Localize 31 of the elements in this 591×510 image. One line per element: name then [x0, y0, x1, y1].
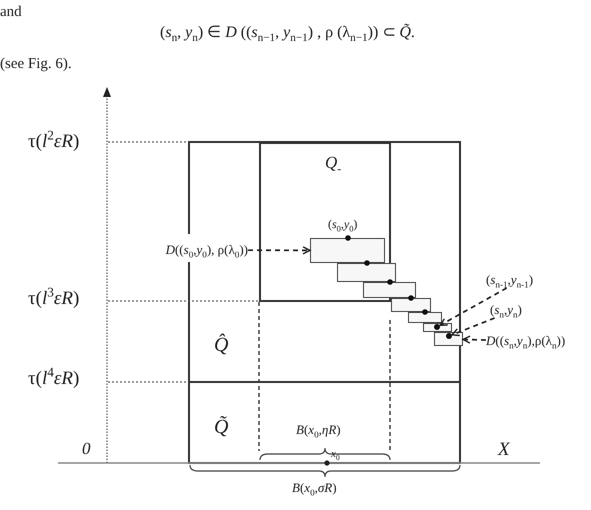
region-label: Q$_{-}$: [325, 154, 342, 173]
leader-line: [248, 246, 311, 255]
small-box: [434, 332, 463, 346]
point-dot: [434, 324, 440, 330]
region-label: Q̃: [214, 416, 228, 438]
interval-label: B(x$_{0}$,ηR): [296, 423, 341, 438]
leader-label: D((s$_{n}$,y$_{n}$),ρ(λ$_{n}$)): [486, 333, 590, 350]
leader-line: [439, 287, 508, 326]
small-box: [391, 298, 431, 312]
leader-label: (s$_{n}$,y$_{n}$): [490, 302, 540, 318]
small-box: [363, 282, 416, 298]
small-box: [337, 263, 396, 282]
leader-label: (s$_{n-1}$,y$_{n-1}$): [486, 272, 556, 288]
small-box: [423, 323, 452, 332]
body-text: and: [0, 4, 22, 20]
leader-line: [462, 335, 486, 344]
axis-tick-label: τ(l$^{2}$εR): [28, 132, 80, 153]
leader-line: [451, 317, 495, 336]
origin-label: 0: [82, 440, 90, 459]
point-dot: [446, 333, 452, 339]
formula: (s$_{n}$, y$_{n}$) ∈ D ((s$_{n−1}$, y$_{n−1}$) , ρ (λ$_{n−1}$)) ⊂ Q̃.: [160, 24, 415, 42]
leader-label: D((s$_{0}$,y$_{0}$), ρ(λ$_{0}$)): [140, 242, 248, 258]
axis-tick-label: τ(l$^{3}$εR): [28, 289, 80, 310]
axis-tick-label: τ(l$^{4}$εR): [28, 369, 80, 390]
small-box: [310, 238, 385, 263]
point-label: (s$_{0}$,y$_{0}$): [328, 218, 358, 232]
interval-label: B(x$_{0}$,σR): [292, 481, 337, 496]
small-box: [408, 312, 442, 323]
region-label: Q̂: [214, 334, 228, 356]
axis-label: X: [498, 440, 510, 461]
body-text: (see Fig. 6).: [0, 56, 72, 72]
